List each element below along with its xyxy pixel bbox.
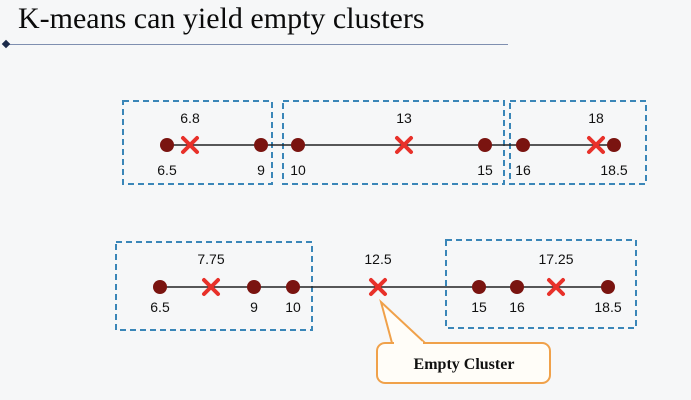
row-top: 6.5 9 10 15 16 18.5 6.8 13 18 bbox=[122, 100, 647, 185]
point-label: 16 bbox=[515, 162, 531, 178]
data-point bbox=[160, 138, 174, 152]
centroid-label: 13 bbox=[396, 110, 412, 126]
cluster-box bbox=[282, 100, 505, 185]
centroid-x-icon bbox=[202, 278, 220, 296]
data-point bbox=[153, 280, 167, 294]
cluster-box bbox=[115, 241, 313, 331]
centroid-label: 12.5 bbox=[364, 251, 391, 267]
cluster-box bbox=[122, 100, 273, 185]
data-point bbox=[247, 280, 261, 294]
empty-cluster-callout: Empty Cluster bbox=[376, 298, 551, 384]
row-bottom: 6.5 9 10 15 16 18.5 7.75 12.5 17.25 bbox=[115, 239, 637, 331]
centroid-label: 7.75 bbox=[197, 251, 224, 267]
centroid-x-icon bbox=[369, 278, 387, 296]
cluster-box bbox=[445, 239, 637, 329]
centroid-x-icon bbox=[181, 136, 199, 154]
centroid-label: 17.25 bbox=[538, 251, 573, 267]
slide-title: K-means can yield empty clusters bbox=[18, 2, 425, 35]
callout-pointer bbox=[379, 298, 428, 344]
centroid-x-icon bbox=[587, 136, 605, 154]
data-point bbox=[607, 138, 621, 152]
centroid-label: 18 bbox=[588, 110, 604, 126]
point-label: 16 bbox=[509, 299, 525, 315]
centroid-label: 6.8 bbox=[180, 110, 200, 126]
point-label: 10 bbox=[290, 162, 306, 178]
centroid-x-icon bbox=[395, 136, 413, 154]
data-point bbox=[516, 138, 530, 152]
point-label: 6.5 bbox=[157, 162, 177, 178]
point-label: 9 bbox=[257, 162, 265, 178]
point-label: 9 bbox=[250, 299, 258, 315]
data-point bbox=[286, 280, 300, 294]
callout-label: Empty Cluster bbox=[414, 356, 515, 373]
point-label: 15 bbox=[477, 162, 493, 178]
data-point bbox=[254, 138, 268, 152]
centroid-x-icon bbox=[547, 278, 565, 296]
data-point bbox=[601, 280, 615, 294]
point-label: 6.5 bbox=[150, 299, 170, 315]
point-label: 18.5 bbox=[600, 162, 627, 178]
title-underline bbox=[8, 44, 508, 45]
data-point bbox=[472, 280, 486, 294]
callout-box bbox=[376, 342, 551, 384]
data-point bbox=[291, 138, 305, 152]
data-point bbox=[478, 138, 492, 152]
point-label: 18.5 bbox=[594, 299, 621, 315]
point-label: 10 bbox=[285, 299, 301, 315]
point-label: 15 bbox=[471, 299, 487, 315]
data-point bbox=[510, 280, 524, 294]
